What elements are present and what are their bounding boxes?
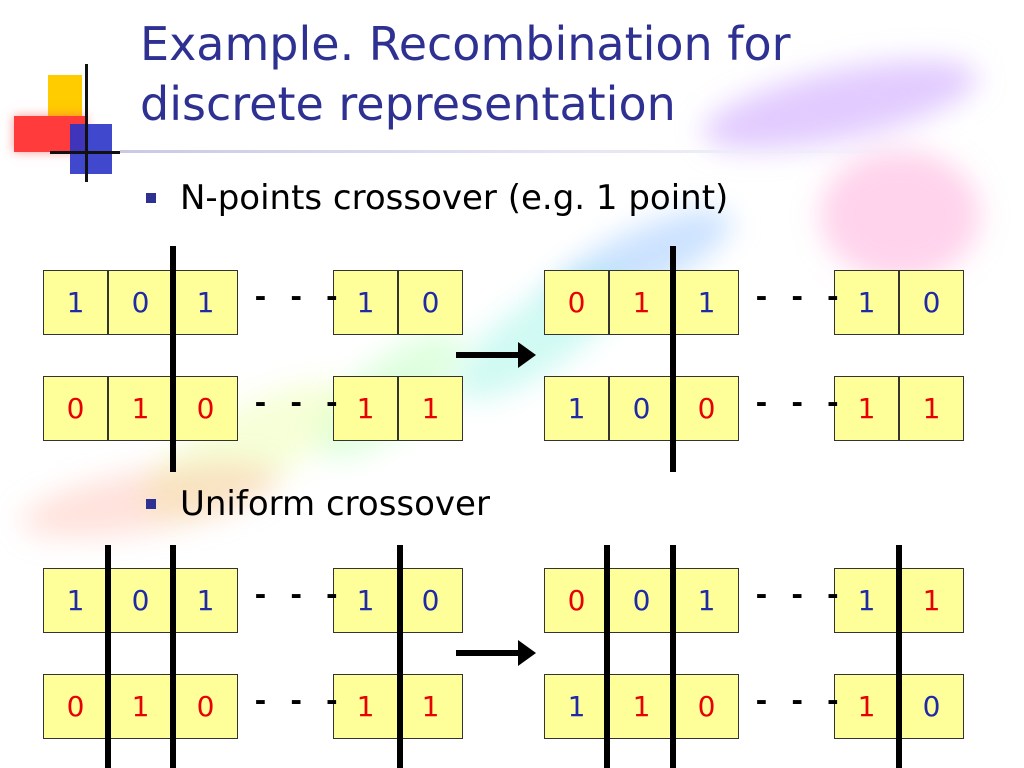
gene-cell: 1 [398,376,463,441]
bullet-square-icon [146,499,156,509]
gene-cell: 1 [333,674,398,739]
gene-cell: 1 [899,376,964,441]
gene-cell: 0 [899,270,964,335]
gene-cell: 1 [43,270,108,335]
decorative-streak [820,150,980,280]
gene-cell: 1 [834,674,899,739]
gene-cell: 1 [834,568,899,633]
gene-cell: 1 [834,270,899,335]
right-arrow-icon [456,640,536,666]
gene-cell: 0 [43,674,108,739]
crossover-cut-line [397,545,403,768]
gene-cell: 1 [674,568,739,633]
gene-cell: 0 [544,568,609,633]
gene-cell: 0 [173,674,238,739]
bullet-text: Uniform crossover [180,484,490,524]
gene-cell: 1 [173,270,238,335]
ellipsis-dashes: - - - [753,280,843,313]
logo-red-square [14,116,86,152]
crossover-cut-line [170,246,176,472]
crossover-cut-line [670,545,676,768]
gene-cell: 1 [544,376,609,441]
ellipsis-dashes: - - - [753,684,843,717]
ellipsis-dashes: - - - [252,578,342,611]
gene-cell: 0 [43,376,108,441]
gene-cell: 0 [899,674,964,739]
bullet-uniform-crossover: Uniform crossover [146,484,490,524]
crossover-cut-line [670,246,676,472]
ellipsis-dashes: - - - [252,684,342,717]
gene-cell: 1 [333,568,398,633]
gene-cell: 0 [108,270,173,335]
logo-blue-square [70,124,112,174]
gene-cell: 1 [544,674,609,739]
logo-vertical-line [85,64,88,182]
title-underline [120,150,950,153]
gene-cell: 1 [899,568,964,633]
logo-yellow-square [48,75,82,130]
slide-title-line-1: Example. Recombination for [140,17,791,71]
crossover-cut-line [170,545,176,768]
gene-cell: 1 [43,568,108,633]
crossover-cut-line [105,545,111,768]
crossover-cut-line [896,545,902,768]
gene-cell: 0 [108,568,173,633]
bullet-square-icon [146,193,156,203]
gene-cell: 1 [674,270,739,335]
gene-cell: 1 [173,568,238,633]
gene-cell: 1 [609,674,674,739]
gene-cell: 0 [173,376,238,441]
right-arrow-icon [456,342,536,368]
gene-cell: 0 [609,568,674,633]
ellipsis-dashes: - - - [252,280,342,313]
gene-cell: 1 [609,270,674,335]
gene-cell: 0 [398,568,463,633]
ellipsis-dashes: - - - [753,578,843,611]
slide-title: Example. Recombination for discrete repr… [140,14,791,134]
gene-cell: 0 [674,674,739,739]
gene-cell: 1 [398,674,463,739]
gene-cell: 0 [398,270,463,335]
gene-cell: 1 [333,270,398,335]
bullet-n-points-crossover: N-points crossover (e.g. 1 point) [146,178,728,218]
ellipsis-dashes: - - - [252,386,342,419]
bullet-text: N-points crossover (e.g. 1 point) [180,178,729,218]
gene-cell: 1 [108,376,173,441]
slide-title-line-2: discrete representation [140,77,676,131]
logo-horizontal-line [50,151,120,154]
gene-cell: 0 [609,376,674,441]
gene-cell: 1 [333,376,398,441]
gene-cell: 0 [674,376,739,441]
gene-cell: 1 [834,376,899,441]
ellipsis-dashes: - - - [753,386,843,419]
crossover-cut-line [604,545,610,768]
gene-cell: 1 [108,674,173,739]
gene-cell: 0 [544,270,609,335]
